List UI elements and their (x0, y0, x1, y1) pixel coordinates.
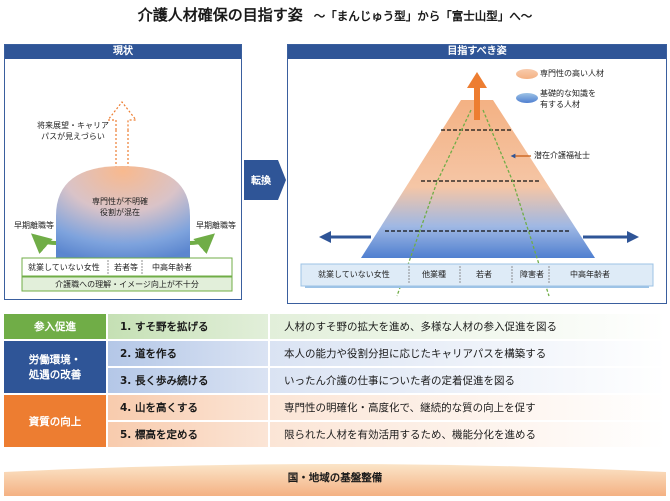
groups-box (21, 257, 233, 277)
right-group-disabled: 障害者 (520, 270, 544, 279)
target-state-heading: 目指すべき姿 (288, 45, 666, 59)
career-note-line1: 将来展望・キャリア (37, 121, 109, 130)
step-1: 1. すそ野を拡げる (108, 314, 268, 339)
step-5: 5. 標高を定める (108, 422, 268, 447)
desc-3: いったん介護の仕事についた者の定着促進を図る (270, 368, 666, 393)
career-path-line-left (396, 109, 472, 297)
early-leave-right-label: 早期離職等 (196, 221, 236, 230)
understanding-text: 介護職への理解・イメージ向上が不十分 (55, 280, 199, 289)
left-group-women: 就業していない女性 (28, 263, 100, 272)
career-note: 将来展望・キャリア パスが見えづらい (30, 120, 116, 142)
current-state-heading: 現状 (5, 45, 241, 59)
manju-mound (56, 166, 190, 258)
left-group-youth: 若者等 (114, 263, 138, 272)
career-note-line2: パスが見えづらい (41, 132, 105, 141)
desc-2: 本人の能力や役割分担に応じたキャリアパスを構築する (270, 341, 666, 366)
title-main: 介護人材確保の目指す姿 (137, 6, 303, 24)
right-group-youth: 若者 (476, 270, 492, 279)
left-group-middle-aged: 中高年齢者 (152, 263, 192, 272)
mound-label-line2: 役割が混在 (100, 208, 140, 217)
latent-label: 潜在介護福祉士 (534, 151, 590, 160)
career-path-arrow-icon (106, 101, 138, 130)
category-work-environment-line1: 労働環境・ (28, 354, 82, 366)
understanding-bar (21, 276, 233, 292)
right-group-middle-aged: 中高年齢者 (570, 270, 610, 279)
legend-basic-swatch (516, 93, 538, 103)
desc-1: 人材のすそ野の拡大を進め、多様な人材の参入促進を図る (270, 314, 666, 339)
early-leave-left-label: 早期離職等 (14, 221, 54, 230)
height-arrow-icon (467, 72, 487, 120)
current-state-diagram (21, 101, 233, 292)
category-work-environment-line2: 処遇の改善 (28, 369, 82, 381)
page-title: 介護人材確保の目指す姿 ～「まんじゅう型」から「富士山型」へ～ (0, 4, 670, 25)
foundation-label: 国・地域の基盤整備 (287, 472, 383, 484)
legend-basic-line2: 有する人材 (540, 100, 580, 109)
early-leave-arrow-left (30, 233, 57, 255)
step-4: 4. 山を高くする (108, 395, 268, 420)
category-work-environment: 労働環境・ 処遇の改善 (4, 341, 106, 393)
career-path-line-right (482, 109, 550, 297)
right-group-women: 就業していない女性 (318, 270, 390, 279)
legend-expert-swatch (516, 69, 538, 79)
mound-label-line1: 専門性が不明確 (92, 197, 148, 206)
foundation-band (4, 464, 666, 496)
desc-4: 専門性の明確化・高度化で、継続的な質の向上を促す (270, 395, 666, 420)
convert-arrow-icon (278, 160, 286, 200)
category-quality-improvement: 資質の向上 (4, 395, 106, 447)
legend-basic-line1: 基礎的な知識を (540, 89, 596, 98)
step-3: 3. 長く歩み続ける (108, 368, 268, 393)
right-group-other-industries: 他業種 (422, 270, 446, 279)
title-subtitle: ～「まんじゅう型」から「富士山型」へ～ (313, 9, 533, 23)
target-state-diagram (300, 69, 654, 297)
convert-label: 転換 (244, 160, 278, 200)
desc-5: 限られた人材を有効活用するため、機能分化を進める (270, 422, 666, 447)
legend-basic-label: 基礎的な知識を 有する人材 (540, 88, 596, 110)
category-entry-promotion: 参入促進 (4, 314, 106, 339)
step-2: 2. 道を作る (108, 341, 268, 366)
early-leave-arrow-right (189, 233, 216, 255)
fuji-mountain (361, 100, 595, 258)
legend-expert-label: 専門性の高い人材 (540, 69, 604, 78)
mound-label: 専門性が不明確 役割が混在 (72, 196, 168, 218)
